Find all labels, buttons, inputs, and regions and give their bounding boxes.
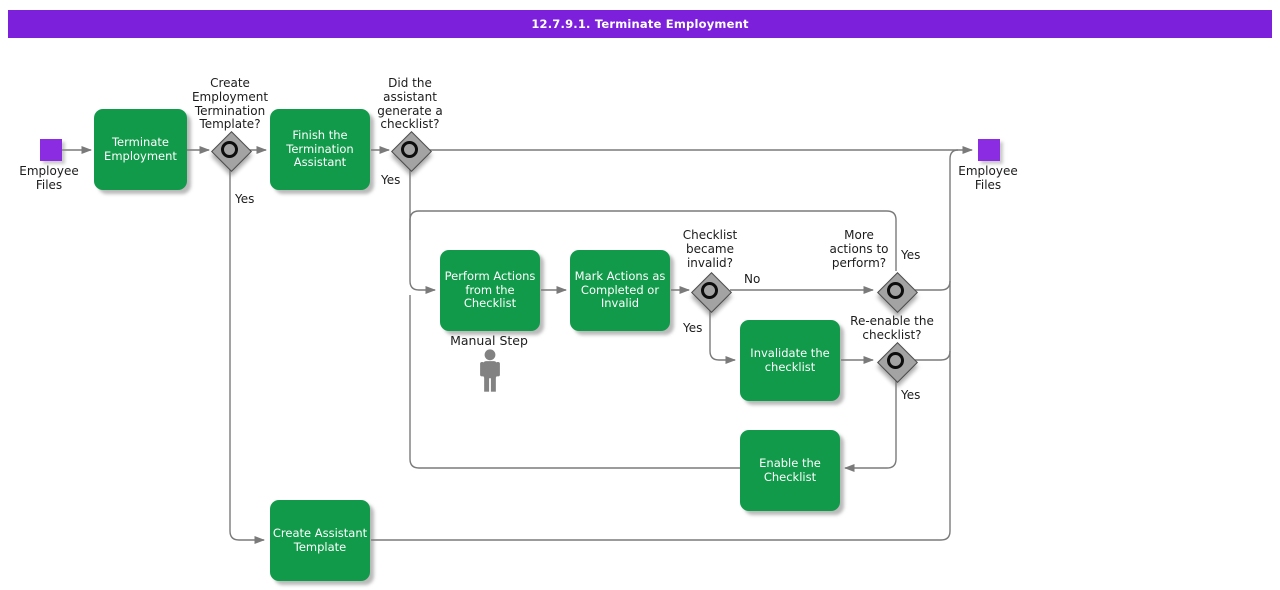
gateway-assistant-generated-ring-icon (401, 141, 418, 158)
edge-enable-to-perform-merge (409, 295, 740, 469)
task-terminate-employment: Terminate Employment (94, 109, 187, 190)
task-finish-termination-assistant: Finish the Termination Assistant (270, 109, 370, 190)
edge-label-more-actions-yes: Yes (901, 248, 921, 262)
diagram-title-bar: 12.7.9.1. Terminate Employment (8, 10, 1272, 38)
edge-gw2-yes-to-perform (409, 168, 436, 294)
end-node-employee-files (978, 139, 1000, 161)
start-node-label: Employee Files (19, 164, 79, 192)
gateway-question-assistant-generated: Did the assistant generate a checklist? (377, 76, 443, 132)
gateway-question-create-template: Create Employment Termination Template? (191, 76, 269, 132)
edge-label-assistant-generated-yes: Yes (381, 173, 401, 187)
edge-label-checklist-invalid-yes: Yes (683, 321, 703, 335)
edge-label-checklist-invalid-no: No (744, 272, 761, 286)
edge-gw1-yes-to-create-template (229, 169, 265, 544)
task-enable-checklist: Enable the Checklist (740, 430, 840, 511)
diagram-title: 12.7.9.1. Terminate Employment (531, 17, 749, 31)
task-create-assistant-template: Create Assistant Template (270, 500, 370, 581)
gateway-question-reenable: Re-enable the checklist? (850, 314, 934, 342)
gateway-create-template-ring-icon (221, 141, 238, 158)
start-node-employee-files (40, 139, 62, 161)
edge-gw4-no-to-rail (915, 280, 951, 291)
gateway-more-actions-ring-icon (887, 282, 904, 299)
task-invalidate-checklist: Invalidate the checklist (740, 320, 840, 401)
edge-label-create-template-yes: Yes (235, 192, 255, 206)
task-mark-actions-completed-or-invalid: Mark Actions as Completed or Invalid (570, 250, 670, 331)
edge-loop-top-more-actions-yes (409, 210, 897, 271)
edge-gw5-yes-to-enable (844, 379, 897, 472)
gateway-question-checklist-invalid: Checklist became invalid? (682, 228, 738, 270)
task-perform-actions-from-checklist: Perform Actions from the Checklist (440, 250, 540, 331)
edge-gw3-yes-to-invalidate (709, 310, 736, 364)
edge-create-template-to-rail (371, 149, 959, 541)
edge-gw5-no-to-rail (915, 350, 951, 361)
gateway-reenable-ring-icon (887, 352, 904, 369)
edge-label-reenable-yes: Yes (901, 388, 921, 402)
gateway-question-more-actions: More actions to perform? (829, 228, 889, 270)
end-node-label: Employee Files (958, 164, 1018, 192)
gateway-checklist-invalid-ring-icon (701, 282, 718, 299)
manual-step-person-icon (480, 349, 500, 392)
manual-step-label: Manual Step (450, 333, 528, 348)
